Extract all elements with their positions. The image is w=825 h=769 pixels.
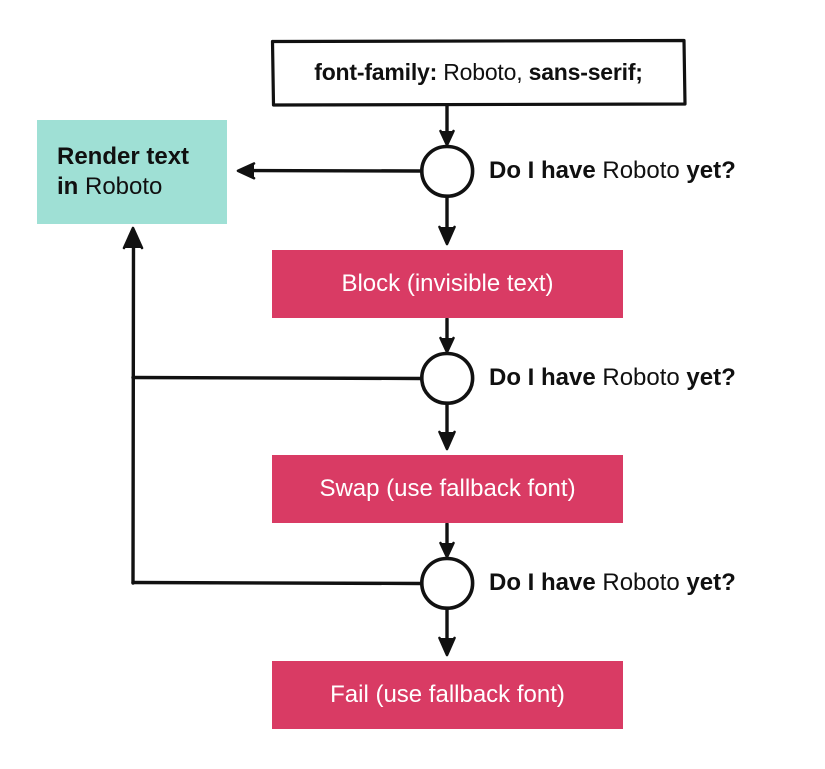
decision-circle-1 — [420, 144, 475, 198]
decision-question-2: Do I have Roboto yet? — [489, 364, 736, 392]
render-text-box: Render text in Roboto — [37, 120, 227, 224]
arrow-decision-2-to-trunk — [131, 375, 423, 381]
decision-1-lead: Do I have — [489, 157, 603, 184]
decision-3-tail: yet? — [679, 569, 736, 596]
decision-1-font-name: Roboto — [602, 157, 680, 184]
arrowhead-decision-3 — [439, 541, 455, 559]
decision-question-1: Do I have Roboto yet? — [489, 157, 736, 185]
decision-question-3: Do I have Roboto yet? — [489, 569, 736, 597]
css-property: font-family: — [314, 59, 438, 85]
feedback-trunk — [131, 238, 136, 585]
stage-swap-box: Swap (use fallback font) — [272, 455, 623, 523]
arrow-decision-3-to-trunk — [131, 580, 423, 586]
render-box-line-1: Render text — [57, 143, 190, 170]
arrowhead-render-bottom — [122, 226, 144, 250]
stage-fail-box: Fail (use fallback font) — [272, 661, 623, 729]
stage-block-box: Block (invisible text) — [272, 250, 623, 318]
arrowhead-decision-1 — [439, 129, 455, 147]
render-box-font-name: Roboto — [85, 173, 163, 200]
font-family-declaration-box: font-family: Roboto, sans-serif; — [272, 40, 685, 105]
css-primary-font: Roboto, — [437, 59, 523, 85]
arrowhead-swap — [438, 430, 456, 451]
decision-2-font-name: Roboto — [602, 364, 680, 391]
arrow-decision-1-to-render — [244, 168, 423, 173]
decision-1-tail: yet? — [679, 157, 736, 184]
stage-fail-label: Fail (use fallback font) — [330, 681, 565, 708]
render-box-in-word: in — [57, 173, 85, 200]
font-family-declaration-text: font-family: Roboto, sans-serif; — [314, 59, 643, 86]
decision-3-lead: Do I have — [489, 569, 603, 596]
render-box-line-2: in Roboto — [57, 172, 227, 202]
arrowhead-render-right — [236, 162, 256, 180]
stage-swap-label: Swap (use fallback font) — [319, 475, 576, 502]
css-fallback-font: sans-serif; — [522, 59, 643, 85]
decision-2-lead: Do I have — [489, 364, 603, 391]
decision-circle-3 — [420, 556, 475, 610]
arrowhead-block — [438, 225, 456, 246]
arrowhead-fail — [438, 636, 456, 657]
stage-block-label: Block (invisible text) — [341, 270, 554, 297]
decision-2-tail: yet? — [679, 364, 736, 391]
decision-3-font-name: Roboto — [602, 569, 680, 596]
decision-circle-2 — [420, 351, 475, 405]
arrowhead-decision-2 — [439, 336, 455, 354]
